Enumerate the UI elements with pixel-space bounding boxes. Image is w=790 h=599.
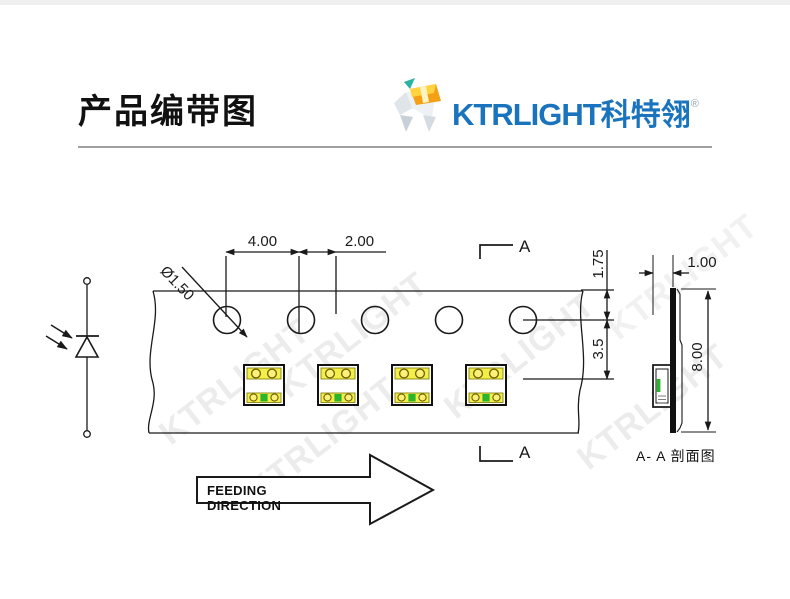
page-top-strip <box>0 0 790 5</box>
photodiode-symbol <box>45 277 100 438</box>
feeding-direction-label: FEEDING DIRECTION <box>207 483 282 513</box>
light-arrow-icon <box>50 324 73 339</box>
registered-mark: ® <box>690 98 699 110</box>
tape-left-break-line <box>147 290 157 434</box>
section-letter-bottom: A <box>519 443 531 462</box>
dim-label-tape-width: 8.00 <box>689 342 706 372</box>
dim-label-hole-to-pocket: 3.5 <box>590 338 607 360</box>
feeding-direction-arrow <box>196 453 436 526</box>
hole-diameter-leader <box>181 266 248 338</box>
logo-icon <box>394 78 441 132</box>
light-arrow-icon <box>45 335 68 350</box>
section-tape-body <box>670 288 676 433</box>
dim-label-edge-to-hole: 1.75 <box>590 249 607 279</box>
section-caption: A- A 剖面图 <box>636 448 716 464</box>
sprocket-holes <box>212 305 538 335</box>
title-divider <box>78 146 712 148</box>
section-letter-top: A <box>519 237 531 256</box>
tape-right-break-line <box>577 290 585 434</box>
brand-logo: KTRLIGHT科特翎® <box>392 74 699 136</box>
section-mark-bottom <box>479 446 513 462</box>
dim-label-tape-thickness: 1.00 <box>687 254 717 271</box>
page-title: 产品编带图 <box>78 93 258 131</box>
section-view <box>639 255 716 433</box>
section-cover-profile <box>676 288 683 433</box>
logo-text: KTRLIGHT科特翎® <box>452 90 699 134</box>
section-mark-top <box>479 244 513 259</box>
dim-label-hole-pitch: 4.00 <box>247 233 278 250</box>
brand-name-en: KTRLIGHT <box>452 97 602 132</box>
brand-name-cn: 科特翎 <box>600 99 691 132</box>
dim-label-pocket-offset: 2.00 <box>344 233 375 250</box>
